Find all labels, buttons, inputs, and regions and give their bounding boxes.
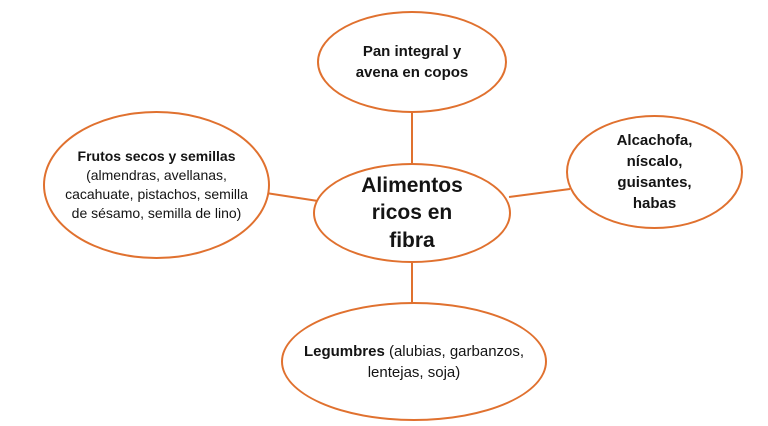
node-central-topic-label: Alimentos ricos en fibra	[361, 174, 463, 252]
node-legumbres: Legumbres (alubias, garbanzos, lentejas,…	[281, 302, 547, 421]
node-frutos-secos-regular-text: (almendras, avellanas, cacahuate, pistac…	[65, 167, 248, 221]
node-alcachofa-label: Alcachofa, níscalo, guisantes, habas	[602, 130, 707, 214]
node-legumbres-regular-text: (alubias, garbanzos, lentejas, soja)	[367, 342, 525, 381]
node-frutos-secos-bold-text: Frutos secos y semillas	[77, 148, 236, 165]
connector-center-right	[508, 188, 571, 198]
node-pan-integral-bold-text: Pan integral y avena en copos	[355, 43, 469, 81]
node-pan-integral-label: Pan integral y avena en copos	[342, 41, 482, 83]
node-legumbres-bold-text: Legumbres	[303, 342, 385, 360]
node-legumbres-label: Legumbres (alubias, garbanzos, lentejas,…	[302, 341, 527, 383]
node-central-topic: Alimentos ricos en fibra	[313, 163, 511, 263]
node-frutos-secos: Frutos secos y semillas (almendras, avel…	[43, 111, 270, 259]
node-frutos-secos-label: Frutos secos y semillas (almendras, avel…	[63, 147, 251, 223]
node-pan-integral: Pan integral y avena en copos	[317, 11, 507, 113]
node-alcachofa: Alcachofa, níscalo, guisantes, habas	[566, 115, 743, 229]
node-alcachofa-bold-text: Alcachofa, níscalo, guisantes, habas	[616, 132, 693, 212]
connector-left-center	[265, 192, 319, 202]
